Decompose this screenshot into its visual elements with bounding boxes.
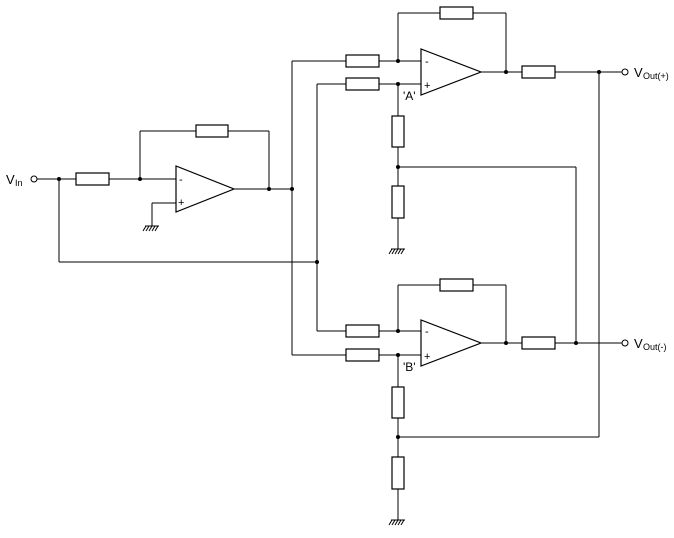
ground-symbol <box>388 248 405 255</box>
resistor-input <box>75 172 110 186</box>
resistor-b-divider-bottom <box>391 456 405 490</box>
bus-wires <box>57 61 319 355</box>
vout-pos-terminal <box>621 68 629 76</box>
cross-coupling-wires <box>398 72 600 438</box>
vout-pos-label-main: V <box>634 65 643 80</box>
amplifier-b: - + 'B' <box>292 278 629 526</box>
resistor-b-inverting-input <box>345 324 380 338</box>
vin-label: V In <box>6 172 23 188</box>
opamp1-minus-label: - <box>179 174 183 186</box>
opamp1-plus-label: + <box>178 197 184 209</box>
resistor-a-inverting-input <box>345 54 380 68</box>
resistor-a-divider-bottom <box>391 185 405 219</box>
ground-symbol <box>388 519 405 526</box>
resistor-a-output <box>521 65 556 79</box>
amplifier-a: - + 'A' <box>292 6 629 255</box>
vin-label-main: V <box>6 172 15 187</box>
vout-pos-label: V Out(+) <box>634 65 669 81</box>
opamp-b-plus-label: + <box>424 351 430 363</box>
resistor-b-divider-top <box>391 386 405 419</box>
resistor-a-divider-top <box>391 115 405 148</box>
resistor-a-feedback <box>439 6 474 20</box>
resistor-b-noninverting-input <box>345 348 380 362</box>
opamp-b-minus-label: - <box>425 326 429 338</box>
resistor-a-noninverting-input <box>345 77 380 91</box>
resistor-b-feedback <box>439 278 474 292</box>
vout-neg-terminal <box>621 339 629 347</box>
opamp-a-plus-label: + <box>424 80 430 92</box>
resistor-feedback-input-stage <box>195 124 229 138</box>
opamp-input-stage <box>175 165 236 213</box>
node-b-label: 'B' <box>403 360 416 374</box>
vout-neg-label-main: V <box>634 336 643 351</box>
ground-symbol <box>142 225 159 232</box>
opamp-a-minus-label: - <box>425 56 429 68</box>
opamp-b <box>420 319 483 367</box>
opamp-a <box>420 48 483 96</box>
node-a-label: 'A' <box>403 89 416 103</box>
vout-pos-label-sub: Out(+) <box>643 71 669 81</box>
vin-terminal <box>30 175 38 183</box>
input-stage: - + <box>30 124 294 232</box>
vout-neg-label: V Out(-) <box>634 336 667 352</box>
vin-label-sub: In <box>15 178 23 188</box>
resistor-b-output <box>521 336 556 350</box>
vout-neg-label-sub: Out(-) <box>643 342 667 352</box>
